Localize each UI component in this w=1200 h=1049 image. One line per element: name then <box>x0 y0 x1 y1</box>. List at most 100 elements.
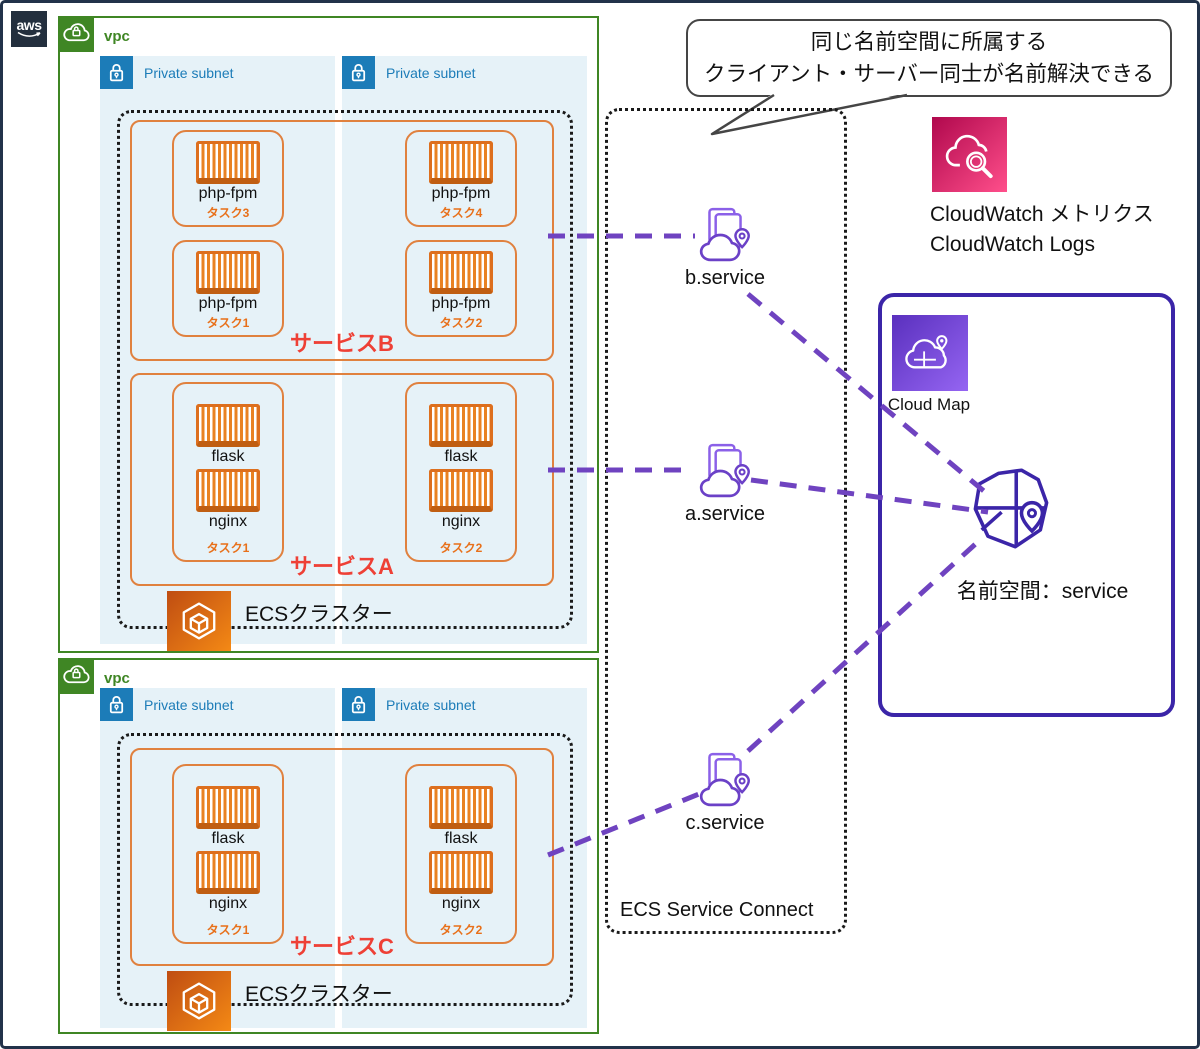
task-label: タスク1 <box>206 316 250 330</box>
lock-icon <box>342 688 375 721</box>
service-node-label: a.service <box>684 503 766 525</box>
container-icon <box>429 141 493 184</box>
container-name: flask <box>444 448 478 465</box>
service-c: flask nginx タスク1 flask nginx タスク2 サービスC <box>130 748 554 966</box>
container-icon <box>196 469 260 512</box>
task: flask nginx タスク1 <box>172 764 284 944</box>
task: flask nginx タスク2 <box>405 382 517 562</box>
lock-glyph-icon <box>109 64 124 82</box>
ecs-cluster-icon <box>167 591 231 651</box>
container-icon <box>196 141 260 184</box>
vpc-group-2: vpc Private subnet P <box>58 658 599 1034</box>
task: php-fpm タスク2 <box>405 240 517 337</box>
container-icon <box>429 251 493 294</box>
cloudwatch-caption: CloudWatch メトリクス CloudWatch Logs <box>930 200 1154 261</box>
vpc-cloud-icon <box>63 23 90 42</box>
ecs-glyph-icon <box>182 982 216 1020</box>
cloud-map-label: Cloud Map <box>887 395 971 414</box>
ecs-glyph-icon <box>182 602 216 640</box>
ecs-service-connect-label: ECS Service Connect <box>620 899 814 921</box>
container-icon <box>429 851 493 894</box>
task-label: タスク2 <box>439 316 483 330</box>
namespace-map-glyph-icon <box>973 468 1049 549</box>
subnet-label: Private subnet <box>144 65 234 81</box>
container-icon <box>429 469 493 512</box>
service-a: flask nginx タスク1 flask nginx タスク2 サービスA <box>130 373 554 586</box>
ecs-cluster-border <box>117 733 573 1006</box>
task: php-fpm タスク4 <box>405 130 517 227</box>
container-name: php-fpm <box>431 185 491 202</box>
container-name: nginx <box>441 513 481 530</box>
service-b: php-fpm タスク3 php-fpm タスク4 php-fpm タスク1 p… <box>130 120 554 361</box>
ecs-cluster-border <box>117 110 573 629</box>
container-name: nginx <box>441 895 481 912</box>
container-name: nginx <box>208 895 248 912</box>
lock-glyph-icon <box>351 64 366 82</box>
container-name: flask <box>211 830 245 847</box>
service-label: サービスC <box>290 934 394 959</box>
ecs-cluster-label: ECSクラスター <box>245 603 393 626</box>
lock-glyph-icon <box>351 696 366 714</box>
task-label: タスク2 <box>439 541 483 555</box>
vpc-group-1: vpc Private subnet P <box>58 16 599 653</box>
cloud-map-icon <box>892 315 968 391</box>
task: flask nginx タスク1 <box>172 382 284 562</box>
container-name: flask <box>211 448 245 465</box>
cloudwatch-icon <box>932 117 1007 192</box>
container-icon <box>429 786 493 829</box>
ecs-cluster-icon <box>167 971 231 1031</box>
service-discovery-icon <box>699 207 750 262</box>
container-icon <box>196 786 260 829</box>
task: flask nginx タスク2 <box>405 764 517 944</box>
container-name: php-fpm <box>198 185 258 202</box>
lock-icon <box>100 688 133 721</box>
task-label: タスク1 <box>206 923 250 937</box>
vpc-icon <box>58 658 94 694</box>
container-name: php-fpm <box>198 295 258 312</box>
lock-icon <box>100 56 133 89</box>
cloud-map-glyph-icon <box>905 335 948 369</box>
subnet-label: Private subnet <box>144 697 234 713</box>
task-label: タスク2 <box>439 923 483 937</box>
task-label: タスク1 <box>206 541 250 555</box>
lock-glyph-icon <box>109 696 124 714</box>
cloudwatch-line-1: CloudWatch メトリクス <box>930 203 1154 226</box>
callout-bubble: 同じ名前空間に所属する クライアント・サーバー同士が名前解決できる <box>686 19 1172 97</box>
namespace-icon <box>967 465 1055 558</box>
container-name: php-fpm <box>431 295 491 312</box>
cloudwatch-line-2: CloudWatch Logs <box>930 233 1095 257</box>
vpc-label: vpc <box>104 670 130 687</box>
vpc-cloud-icon <box>63 665 90 684</box>
container-icon <box>196 851 260 894</box>
container-icon <box>429 404 493 447</box>
task: php-fpm タスク1 <box>172 240 284 337</box>
subnet-label: Private subnet <box>386 697 476 713</box>
callout-line-1: 同じ名前空間に所属する <box>810 29 1048 54</box>
container-icon <box>196 404 260 447</box>
service-node-c: c.service <box>645 751 805 835</box>
task: php-fpm タスク3 <box>172 130 284 227</box>
task-label: タスク4 <box>439 206 483 220</box>
task-label: タスク3 <box>206 206 250 220</box>
container-icon <box>196 251 260 294</box>
service-node-a: a.service <box>645 442 805 526</box>
service-node-label: b.service <box>684 267 766 289</box>
service-node-label: c.service <box>685 812 765 834</box>
container-name: nginx <box>208 513 248 530</box>
private-subnet: Private subnet <box>342 688 587 1028</box>
service-node-b: b.service <box>645 206 805 290</box>
aws-swoosh-icon <box>17 31 41 37</box>
namespace-label: 名前空間：service <box>956 580 1129 603</box>
service-discovery-icon <box>699 443 750 498</box>
container-name: flask <box>444 830 478 847</box>
namespace-box: Cloud Map 名前空間：service <box>878 293 1175 717</box>
service-label: サービスA <box>290 554 394 579</box>
cloudwatch-glyph-icon <box>945 134 993 178</box>
vpc-icon <box>58 16 94 52</box>
lock-icon <box>342 56 375 89</box>
aws-logo-text: aws <box>16 16 42 33</box>
ecs-cluster-label: ECSクラスター <box>245 983 393 1006</box>
service-label: サービスB <box>290 331 394 356</box>
subnet-label: Private subnet <box>386 65 476 81</box>
